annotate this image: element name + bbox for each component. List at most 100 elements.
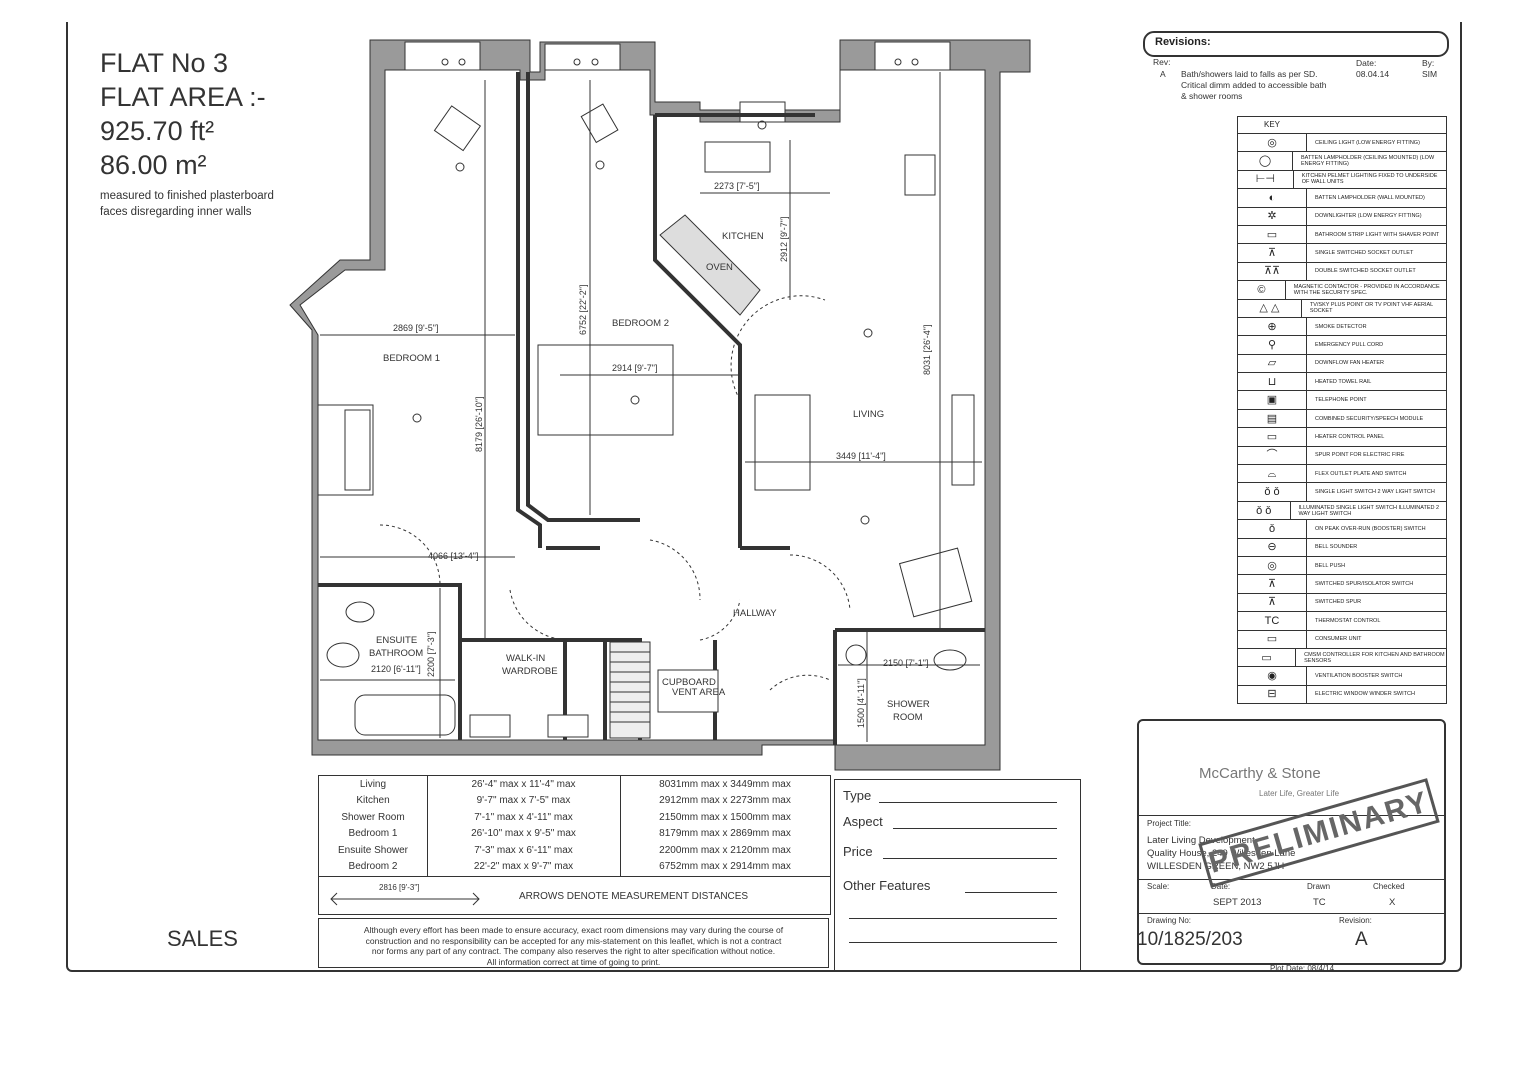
drawing-date: SEPT 2013: [1213, 897, 1262, 908]
key-row: ⊼ SWITCHED SPUR: [1238, 593, 1446, 613]
key-symbol-icon: ⊖: [1238, 538, 1307, 556]
key-description: ILLUMINATED SINGLE LIGHT SWITCH ILLUMINA…: [1298, 504, 1440, 517]
key-description: EMERGENCY PULL CORD: [1315, 341, 1384, 348]
key-symbol-icon: △ △: [1238, 299, 1302, 317]
key-description: CMSM CONTROLLER FOR KITCHEN AND BATHROOM…: [1304, 651, 1445, 664]
project-line-3: WILLESDEN GREEN, NW2 5JH: [1147, 861, 1285, 872]
dim-bed1-length: 8179 [26'-10"]: [474, 397, 484, 452]
key-symbol-icon: ▭: [1238, 225, 1307, 244]
interior-walls: [318, 72, 985, 745]
label-oven: OVEN: [706, 262, 733, 273]
drawing-number: 10/1825/203: [1137, 929, 1243, 950]
schedule-cell-room: Bedroom 1: [348, 828, 398, 840]
key-symbol-icon: ◐: [1238, 189, 1307, 207]
schedule-cell-met: 2912mm max x 2273mm max: [659, 795, 791, 807]
key-symbol-icon: ◎: [1238, 134, 1307, 152]
label-living: LIVING: [853, 409, 884, 420]
schedule-cell-met: 2200mm max x 2120mm max: [659, 844, 791, 856]
key-row: ⊕SMOKE DETECTOR: [1238, 317, 1446, 337]
key-description: BATTEN LAMPHOLDER (WALL MOUNTED): [1315, 194, 1425, 201]
by-col-header: By:: [1422, 58, 1435, 68]
area-note-line-2: faces disregarding inner walls: [100, 206, 252, 218]
disclaimer: Although every effort has been made to e…: [318, 918, 829, 968]
project-line-1: Later Living Development: [1147, 835, 1255, 846]
key-symbol-icon: ⊟: [1238, 685, 1307, 704]
label-bedroom-2: BEDROOM 2: [612, 318, 669, 329]
label-walkin-2: WARDROBE: [502, 666, 558, 677]
key-symbol-icon: ◉: [1238, 667, 1307, 685]
date-col-header: Date:: [1356, 58, 1377, 68]
key-description: BELL PUSH: [1315, 562, 1346, 569]
dim-bed2-length: 6752 [22'-2"]: [578, 285, 588, 335]
key-row: ✲DOWNLIGHTER (LOW ENERGY FITTING): [1238, 207, 1446, 226]
date-label: Date:: [1211, 882, 1231, 891]
spec-price-line: [883, 858, 1057, 859]
scale-label: Scale:: [1147, 882, 1170, 891]
checked-label: Checked: [1373, 882, 1405, 891]
tb-divider-1: [1139, 815, 1444, 816]
key-description: SINGLE LIGHT SWITCH 2 WAY LIGHT SWITCH: [1315, 489, 1435, 496]
project-line-2: Quality House, 249 Willesden Lane: [1147, 848, 1296, 859]
revisions-header: Revisions:: [1143, 31, 1449, 57]
revision-label: Revision:: [1339, 916, 1372, 925]
key-symbol-icon: ⊼: [1238, 575, 1307, 593]
key-row: ⌓FLEX OUTLET PLATE AND SWITCH: [1238, 465, 1446, 484]
key-symbol-icon: ǒ ǒ: [1238, 501, 1291, 520]
company-tagline: Later Life, Greater Life: [1259, 789, 1340, 798]
project-title-label: Project Title:: [1147, 819, 1192, 828]
schedule-cell-room: Bedroom 2: [348, 861, 398, 872]
windows: [404, 41, 951, 123]
key-symbol-icon: ⊼: [1238, 593, 1307, 612]
legend-key: KEY ◎CEILING LIGHT (LOW ENERGY FITTING)◯…: [1237, 116, 1447, 705]
key-symbol-icon: ⊢⊣: [1238, 170, 1294, 189]
dim-living-width: 3449 [11'-4"]: [836, 451, 886, 461]
key-row: ◉VENTILATION BOOSTER SWITCH: [1238, 667, 1446, 686]
key-row: ◎BELL PUSH: [1238, 556, 1446, 576]
label-kitchen: KITCHEN: [722, 231, 764, 242]
schedule-cell-imp: 22'-2" max x 9'-7" max: [473, 861, 574, 872]
key-row: ⊟ELECTRIC WINDOW WINDER SWITCH: [1238, 685, 1446, 704]
key-symbol-icon: ▤: [1238, 409, 1307, 428]
key-symbol-icon: ▭: [1238, 648, 1297, 667]
label-hallway: HALLWAY: [733, 608, 777, 619]
key-row: ◎CEILING LIGHT (LOW ENERGY FITTING): [1238, 134, 1446, 153]
schedule-grid: [319, 776, 830, 877]
disclaimer-line-3: nor forms any part of any contract. The …: [371, 946, 776, 956]
rev-desc-1: Bath/showers laid to falls as per SD.: [1181, 69, 1318, 79]
stair-hatch: [609, 641, 719, 739]
spec-other-line-1: [965, 892, 1057, 893]
key-symbol-icon: ⚲: [1238, 336, 1307, 354]
key-description: BATTEN LAMPHOLDER (CEILING MOUNTED) (LOW…: [1301, 155, 1435, 168]
schedule-cell-room: Shower Room: [341, 811, 405, 823]
key-description: SMOKE DETECTOR: [1315, 323, 1367, 330]
schedule-col-imperial: [427, 776, 621, 876]
key-description: COMBINED SECURITY/SPEECH MODULE: [1315, 415, 1424, 422]
key-description: DOWNLIGHTER (LOW ENERGY FITTING): [1315, 213, 1422, 220]
key-symbol-icon: ⌓: [1238, 465, 1307, 483]
rev-letter: A: [1160, 69, 1166, 79]
schedule-cell-met: 8179mm max x 2869mm max: [659, 828, 791, 840]
key-title: KEY: [1238, 117, 1446, 134]
key-row: ▭BATHROOM STRIP LIGHT WITH SHAVER POINT: [1238, 225, 1446, 245]
spec-other-features: Other Features: [843, 878, 931, 893]
dim-shower-width: 2150 [7'-1"]: [883, 658, 928, 668]
key-row: ▣TELEPHONE POINT: [1238, 391, 1446, 410]
disclaimer-line-1: Although every effort has been made to e…: [363, 925, 784, 935]
spec-aspect-line: [893, 828, 1057, 829]
dim-bed1-width: 2869 [9'-5"]: [393, 323, 438, 333]
key-description: TELEPHONE POINT: [1315, 397, 1367, 404]
key-description: HEATED TOWEL RAIL: [1315, 378, 1372, 385]
label-vent: VENT AREA: [672, 687, 726, 698]
key-description: SWITCHED SPUR: [1315, 599, 1362, 606]
key-row: ▱DOWNFLOW FAN HEATER: [1238, 354, 1446, 374]
sheet-border: [66, 22, 1462, 972]
schedule-cell-met: 2150mm max x 1500mm max: [659, 811, 791, 823]
rev-desc-3: & shower rooms: [1181, 91, 1243, 101]
schedule-cell-met: 8031mm max x 3449mm max: [659, 779, 791, 790]
key-row: ⊼⊼DOUBLE SWITCHED SOCKET OUTLET: [1238, 262, 1446, 282]
rev-description: Bath/showers laid to falls as per SD. Cr…: [1181, 69, 1327, 102]
key-symbol-icon: ◯: [1238, 152, 1294, 170]
flat-header: FLAT No 3 FLAT AREA :- 925.70 ft² 86.00 …: [100, 46, 266, 182]
checked-by: X: [1389, 897, 1396, 908]
disclaimer-line-4: All information correct at time of going…: [486, 956, 661, 967]
